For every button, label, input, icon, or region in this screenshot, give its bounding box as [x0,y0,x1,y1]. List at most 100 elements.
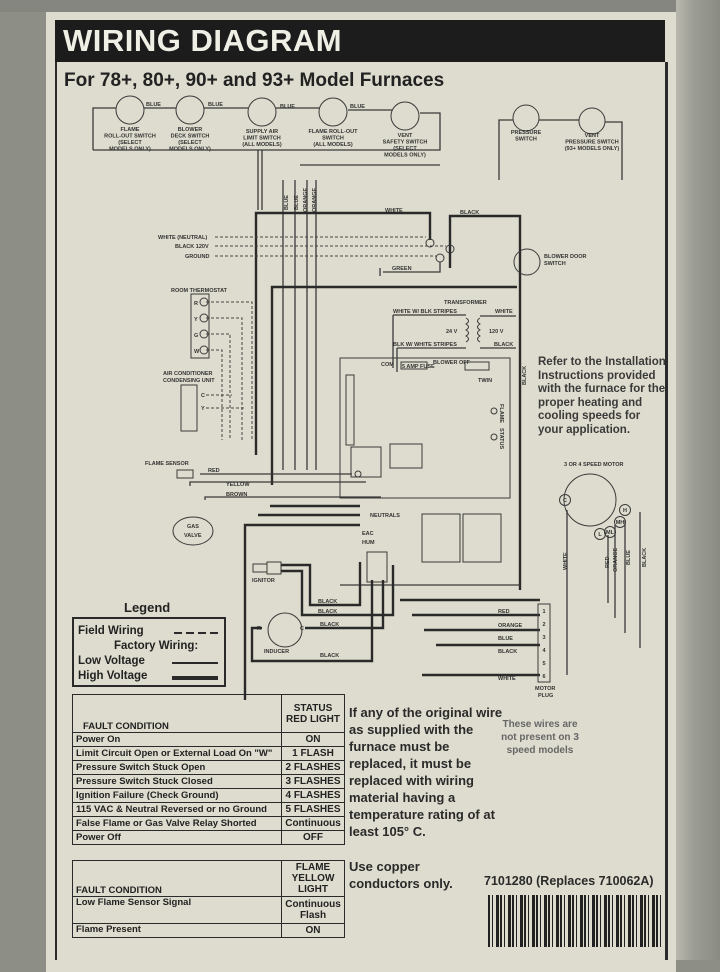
fault-condition: Pressure Switch Stuck Open [72,760,282,775]
ac-terminal: Y [201,406,205,412]
wire [257,150,263,210]
thermostat [190,293,210,359]
fault-condition: Low Flame Sensor Signal [72,896,282,924]
label: ML [606,530,615,536]
9-pin-connector [350,446,382,478]
column-header: FAULT CONDITION [72,860,282,897]
board-label: NEUTRALS [370,513,400,519]
6-pin-connector [366,551,388,583]
label: (SELECT [118,140,142,146]
wire-label: BLACK [318,599,337,605]
fault-status: 4 FLASHES [281,788,345,803]
label: SUPPLY AIR [246,129,278,135]
power-label: BLACK 120V [175,244,209,250]
wire-label: RED [498,609,510,615]
wire-label: BLUE [146,102,161,108]
fault-condition: Power On [72,732,282,747]
board-relay [421,513,461,563]
fault-status: 2 FLASHES [281,760,345,775]
fault-status: 3 FLASHES [281,774,345,789]
transformer-label: WHITE [495,309,513,315]
label: (93+ MODELS ONLY) [565,146,620,152]
field-wire [206,394,244,409]
label: R [194,301,198,307]
wire-label: BROWN [226,492,247,498]
motor-speed-wire [400,598,540,677]
board-label: STATUS [498,428,504,450]
high-voltage-wire [254,211,522,590]
title-bar: WIRING DIAGRAM [55,20,665,62]
blower-door-switch-icon [513,248,541,276]
fault-status: OFF [281,830,345,845]
power-label: WHITE (NEUTRAL) [158,235,207,241]
gas-valve-label: GAS [187,524,199,530]
column-header: FLAME YELLOW LIGHT [281,860,345,897]
fault-condition: 115 VAC & Neutral Reversed or no Ground [72,802,282,817]
fault-status: Continuous [281,816,345,831]
transformer-coil-icon [465,317,481,343]
status-led [490,433,498,441]
label: BLOWER [178,127,202,133]
barcode [488,895,664,947]
label: L [598,532,602,538]
fuse-label: 5 AMP FUSE [402,364,435,370]
label: MH [616,520,625,526]
fault-status: ON [281,923,345,938]
ac-unit-label: CONDENSING UNIT [163,378,215,384]
wire-label: BLUE [294,195,300,210]
legend-thin-line [172,662,218,664]
fault-condition: False Flame or Gas Valve Relay Shorted [72,816,282,831]
label: 1 [542,609,545,615]
label: G [194,333,198,339]
label: Y [194,317,198,323]
fault-status: 5 FLASHES [281,802,345,817]
installation-note: Refer to the Installation Instructions p… [538,356,666,436]
ignitor-icon [266,561,282,575]
legend-low-voltage: Low Voltage [78,655,145,667]
inducer-motor-icon [267,612,303,648]
column-header: FAULT CONDITION [72,694,282,733]
inducer-wire [250,580,385,663]
relay [389,443,423,469]
wire-label: RED [208,468,220,474]
wire-replacement-warning: If any of the original wire as supplied … [349,705,503,839]
label: C [563,498,567,504]
wire-label: BLACK [318,609,337,615]
wire-label: BLACK [522,366,528,385]
label: (SELECT [178,140,202,146]
fault-condition: Ignition Failure (Check Ground) [72,788,282,803]
wire-label: ORANGE [303,188,309,212]
label: SWITCH [322,136,344,142]
transformer-label: BLK W/ WHITE STRIPES [393,342,457,348]
wire-label: BLACK [498,649,517,655]
fault-condition: Flame Present [72,923,282,938]
flame-sensor-label: FLAME SENSOR [145,461,189,467]
wire-label: BLUE [350,104,365,110]
label: 6 [542,674,545,680]
fault-condition: Pressure Switch Stuck Closed [72,774,282,789]
label: DECK SWITCH [171,134,210,140]
wire-label: ORANGE [613,548,619,572]
legend-dashed-line [174,632,218,634]
control-board [339,357,511,499]
board-label: BLOWER OFF [433,360,471,366]
motor-terminal-l [594,528,606,540]
ignitor-icon [252,563,268,573]
frame-line [665,62,668,960]
board-label: COM [381,362,394,368]
speed-wires-note: These wires are not present on 3 speed m… [501,719,579,756]
neutral-wire [243,504,360,700]
legend-thick-line [172,676,218,680]
label: 2 [542,622,545,628]
inducer-terminal: C [300,626,304,632]
ignitor-wire [281,562,395,617]
switch-icon [115,95,606,135]
